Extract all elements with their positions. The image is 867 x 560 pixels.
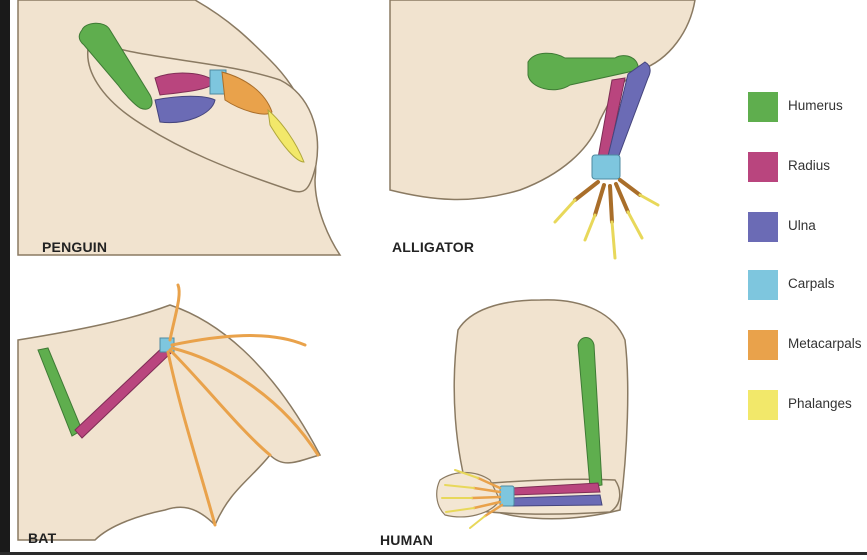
- legend-swatch-humerus: [748, 92, 778, 122]
- legend-label-humerus: Humerus: [788, 98, 843, 113]
- legend-item-ulna: Ulna: [748, 212, 867, 244]
- alligator-label: ALLIGATOR: [392, 239, 474, 255]
- bat-label: BAT: [28, 530, 56, 546]
- alligator-illustration: [390, 0, 695, 258]
- bat-illustration: [18, 285, 320, 540]
- legend-label-carpals: Carpals: [788, 276, 835, 291]
- legend-swatch-phalanges: [748, 390, 778, 420]
- legend-label-radius: Radius: [788, 158, 830, 173]
- legend-label-ulna: Ulna: [788, 218, 816, 233]
- legend-swatch-metacarpals: [748, 330, 778, 360]
- legend-swatch-ulna: [748, 212, 778, 242]
- left-border: [0, 0, 10, 555]
- legend-item-metacarpals: Metacarpals: [748, 330, 867, 362]
- alligator-carpals: [592, 155, 620, 179]
- human-label: HUMAN: [380, 532, 433, 548]
- legend-item-humerus: Humerus: [748, 92, 867, 124]
- legend-swatch-carpals: [748, 270, 778, 300]
- legend-swatch-radius: [748, 152, 778, 182]
- legend-item-phalanges: Phalanges: [748, 390, 867, 422]
- human-carpals: [500, 486, 514, 506]
- alligator-phalanges: [555, 195, 658, 258]
- human-illustration: [437, 300, 628, 528]
- legend-item-radius: Radius: [748, 152, 867, 184]
- alligator-body: [390, 0, 695, 199]
- penguin-illustration: [18, 0, 340, 255]
- penguin-label: PENGUIN: [42, 239, 107, 255]
- legend-item-carpals: Carpals: [748, 270, 867, 302]
- legend-label-phalanges: Phalanges: [788, 396, 852, 411]
- legend-label-metacarpals: Metacarpals: [788, 336, 862, 351]
